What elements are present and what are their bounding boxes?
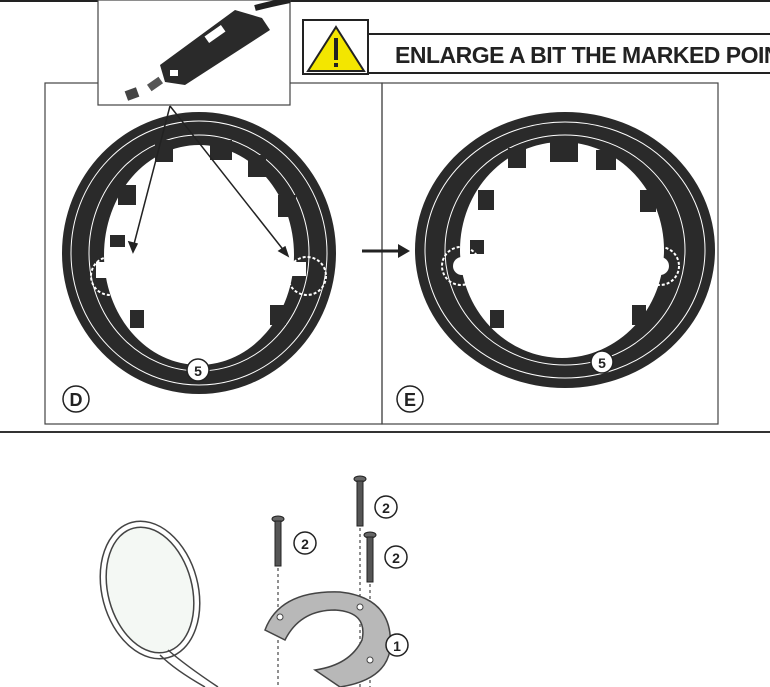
panel-e-frame bbox=[381, 82, 719, 425]
screw-icon bbox=[271, 515, 285, 687]
rotary-tool-inset bbox=[97, 0, 291, 106]
part-number-label: 5 bbox=[194, 363, 202, 379]
tank-ring-before: 5 bbox=[62, 112, 336, 394]
panel-e-label: E bbox=[404, 390, 416, 410]
screw-label: 2 bbox=[392, 550, 400, 566]
top-border bbox=[0, 0, 770, 2]
callout-arrows bbox=[127, 105, 290, 258]
panel-d-label: D bbox=[70, 390, 83, 410]
mirror-illustration bbox=[99, 520, 219, 687]
rotary-tool-icon bbox=[160, 10, 270, 85]
warning-text: ENLARGE A BIT THE MARKED POINTS bbox=[395, 42, 770, 68]
section-divider bbox=[0, 431, 770, 433]
tank-ring-after: 5 bbox=[415, 112, 715, 388]
part-number-label: 5 bbox=[598, 355, 606, 371]
warning-banner: ENLARGE A BIT THE MARKED POINTS bbox=[302, 19, 770, 75]
mounting-bracket bbox=[264, 591, 392, 687]
arrow-right-icon bbox=[362, 244, 410, 258]
screw-label: 2 bbox=[382, 500, 390, 516]
bracket-label: 1 bbox=[393, 638, 401, 654]
screw-label: 2 bbox=[301, 536, 309, 552]
